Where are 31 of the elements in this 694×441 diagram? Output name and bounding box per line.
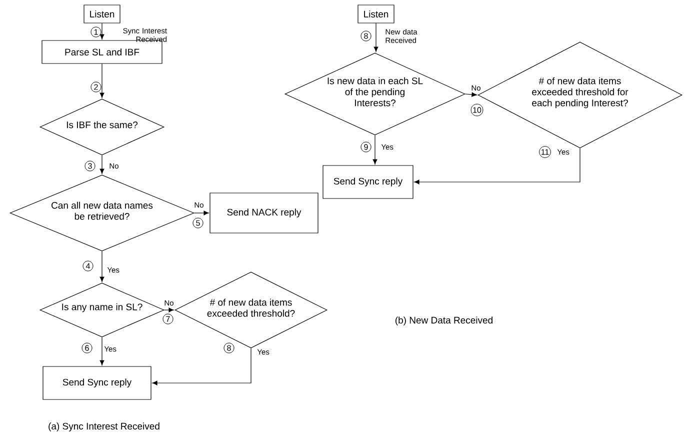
callout-number: 6 — [82, 342, 92, 354]
arrow — [100, 64, 104, 98]
callout-number: 4 — [82, 260, 94, 272]
arrow — [372, 135, 378, 164]
arrow — [414, 148, 580, 184]
callout-number: 8 — [360, 30, 372, 42]
callout-number: 11 — [539, 146, 551, 158]
callout-number: 7 — [162, 314, 174, 324]
process-box: Send NACK reply — [210, 192, 318, 234]
callout-number: 2 — [90, 82, 102, 92]
callout-number: 9 — [360, 142, 372, 152]
callout-number: 3 — [84, 160, 96, 172]
callout-number: 1 — [90, 26, 102, 38]
arrow — [100, 23, 104, 40]
arrow — [374, 23, 378, 52]
arrow — [194, 210, 209, 216]
callout-number: 8 — [224, 342, 234, 354]
process-box: Listen — [358, 4, 394, 24]
arrow — [164, 308, 174, 312]
arrow — [100, 337, 104, 366]
caption: (a) Sync Interest Received — [48, 422, 160, 432]
arrow — [100, 251, 104, 282]
arrow — [100, 155, 104, 174]
callout-number: 10 — [470, 104, 484, 116]
process-box: Listen — [84, 4, 120, 24]
process-box: Send Sync reply — [322, 165, 414, 199]
arrow — [465, 92, 477, 97]
process-box: Send Sync reply — [42, 366, 152, 400]
arrow — [152, 348, 252, 386]
caption: (b) New Data Received — [396, 316, 492, 326]
callout-number: 5 — [192, 218, 204, 228]
